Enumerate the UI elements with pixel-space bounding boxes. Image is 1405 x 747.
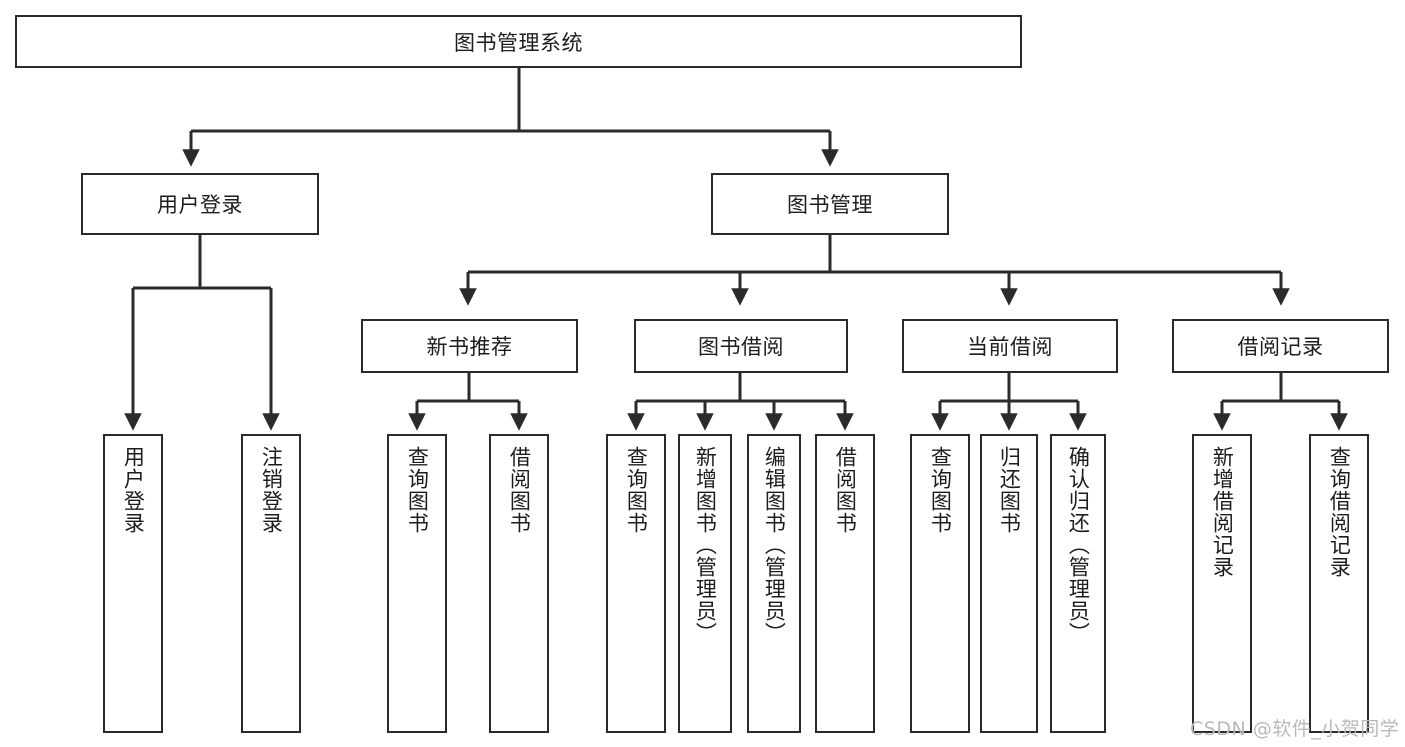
- node-label: 新书推荐: [426, 335, 513, 359]
- leaf-edit-book-admin[interactable]: 编辑图书（管理员）: [747, 434, 801, 733]
- leaf-query-borrow-record[interactable]: 查询借阅记录: [1309, 434, 1369, 733]
- leaf-add-borrow-record[interactable]: 新增借阅记录: [1192, 434, 1252, 733]
- node-book-management[interactable]: 图书管理: [711, 173, 949, 235]
- node-current-borrow[interactable]: 当前借阅: [902, 319, 1118, 373]
- leaf-user-login[interactable]: 用户登录: [103, 434, 163, 733]
- node-book-borrow[interactable]: 图书借阅: [634, 319, 848, 373]
- node-label: 查询借阅记录: [1327, 446, 1352, 578]
- node-label: 用户登录: [121, 446, 146, 534]
- node-label: 当前借阅: [967, 335, 1053, 359]
- leaf-borrow-book-recommend[interactable]: 借阅图书: [489, 434, 549, 733]
- csdn-watermark: CSDN @软件_小贺同学: [1190, 714, 1399, 741]
- node-label: 查询图书: [405, 446, 430, 534]
- node-label: 借阅记录: [1237, 335, 1324, 359]
- leaf-add-book-admin[interactable]: 新增图书（管理员）: [678, 434, 732, 733]
- leaf-borrow-book[interactable]: 借阅图书: [815, 434, 875, 733]
- node-new-book-recommend[interactable]: 新书推荐: [361, 319, 578, 373]
- leaf-logout-login[interactable]: 注销登录: [241, 434, 301, 733]
- node-user-login[interactable]: 用户登录: [81, 173, 319, 235]
- node-label: 注销登录: [259, 446, 284, 534]
- node-label: 借阅图书: [507, 446, 532, 534]
- node-label: 编辑图书（管理员）: [762, 446, 787, 644]
- node-label: 确认归还（管理员）: [1066, 446, 1091, 644]
- node-label: 借阅图书: [833, 446, 858, 534]
- node-label: 归还图书: [997, 446, 1022, 534]
- node-label: 用户登录: [157, 193, 243, 217]
- node-label: 查询图书: [928, 446, 953, 534]
- leaf-return-book[interactable]: 归还图书: [980, 434, 1038, 733]
- node-borrow-record[interactable]: 借阅记录: [1172, 319, 1389, 373]
- leaf-confirm-return-admin[interactable]: 确认归还（管理员）: [1050, 434, 1106, 733]
- leaf-query-book-current[interactable]: 查询图书: [910, 434, 970, 733]
- node-label: 图书借阅: [698, 335, 784, 359]
- node-label: 图书管理系统: [454, 30, 583, 55]
- node-label: 新增借阅记录: [1210, 446, 1235, 578]
- node-label: 图书管理: [787, 193, 873, 217]
- leaf-query-book-recommend[interactable]: 查询图书: [387, 434, 447, 733]
- node-label: 新增图书（管理员）: [693, 446, 718, 644]
- node-label: 查询图书: [624, 446, 649, 534]
- node-book-management-system[interactable]: 图书管理系统: [15, 15, 1022, 68]
- watermark-text: CSDN @软件_小贺同学: [1190, 718, 1400, 740]
- leaf-query-book-borrow[interactable]: 查询图书: [606, 434, 666, 733]
